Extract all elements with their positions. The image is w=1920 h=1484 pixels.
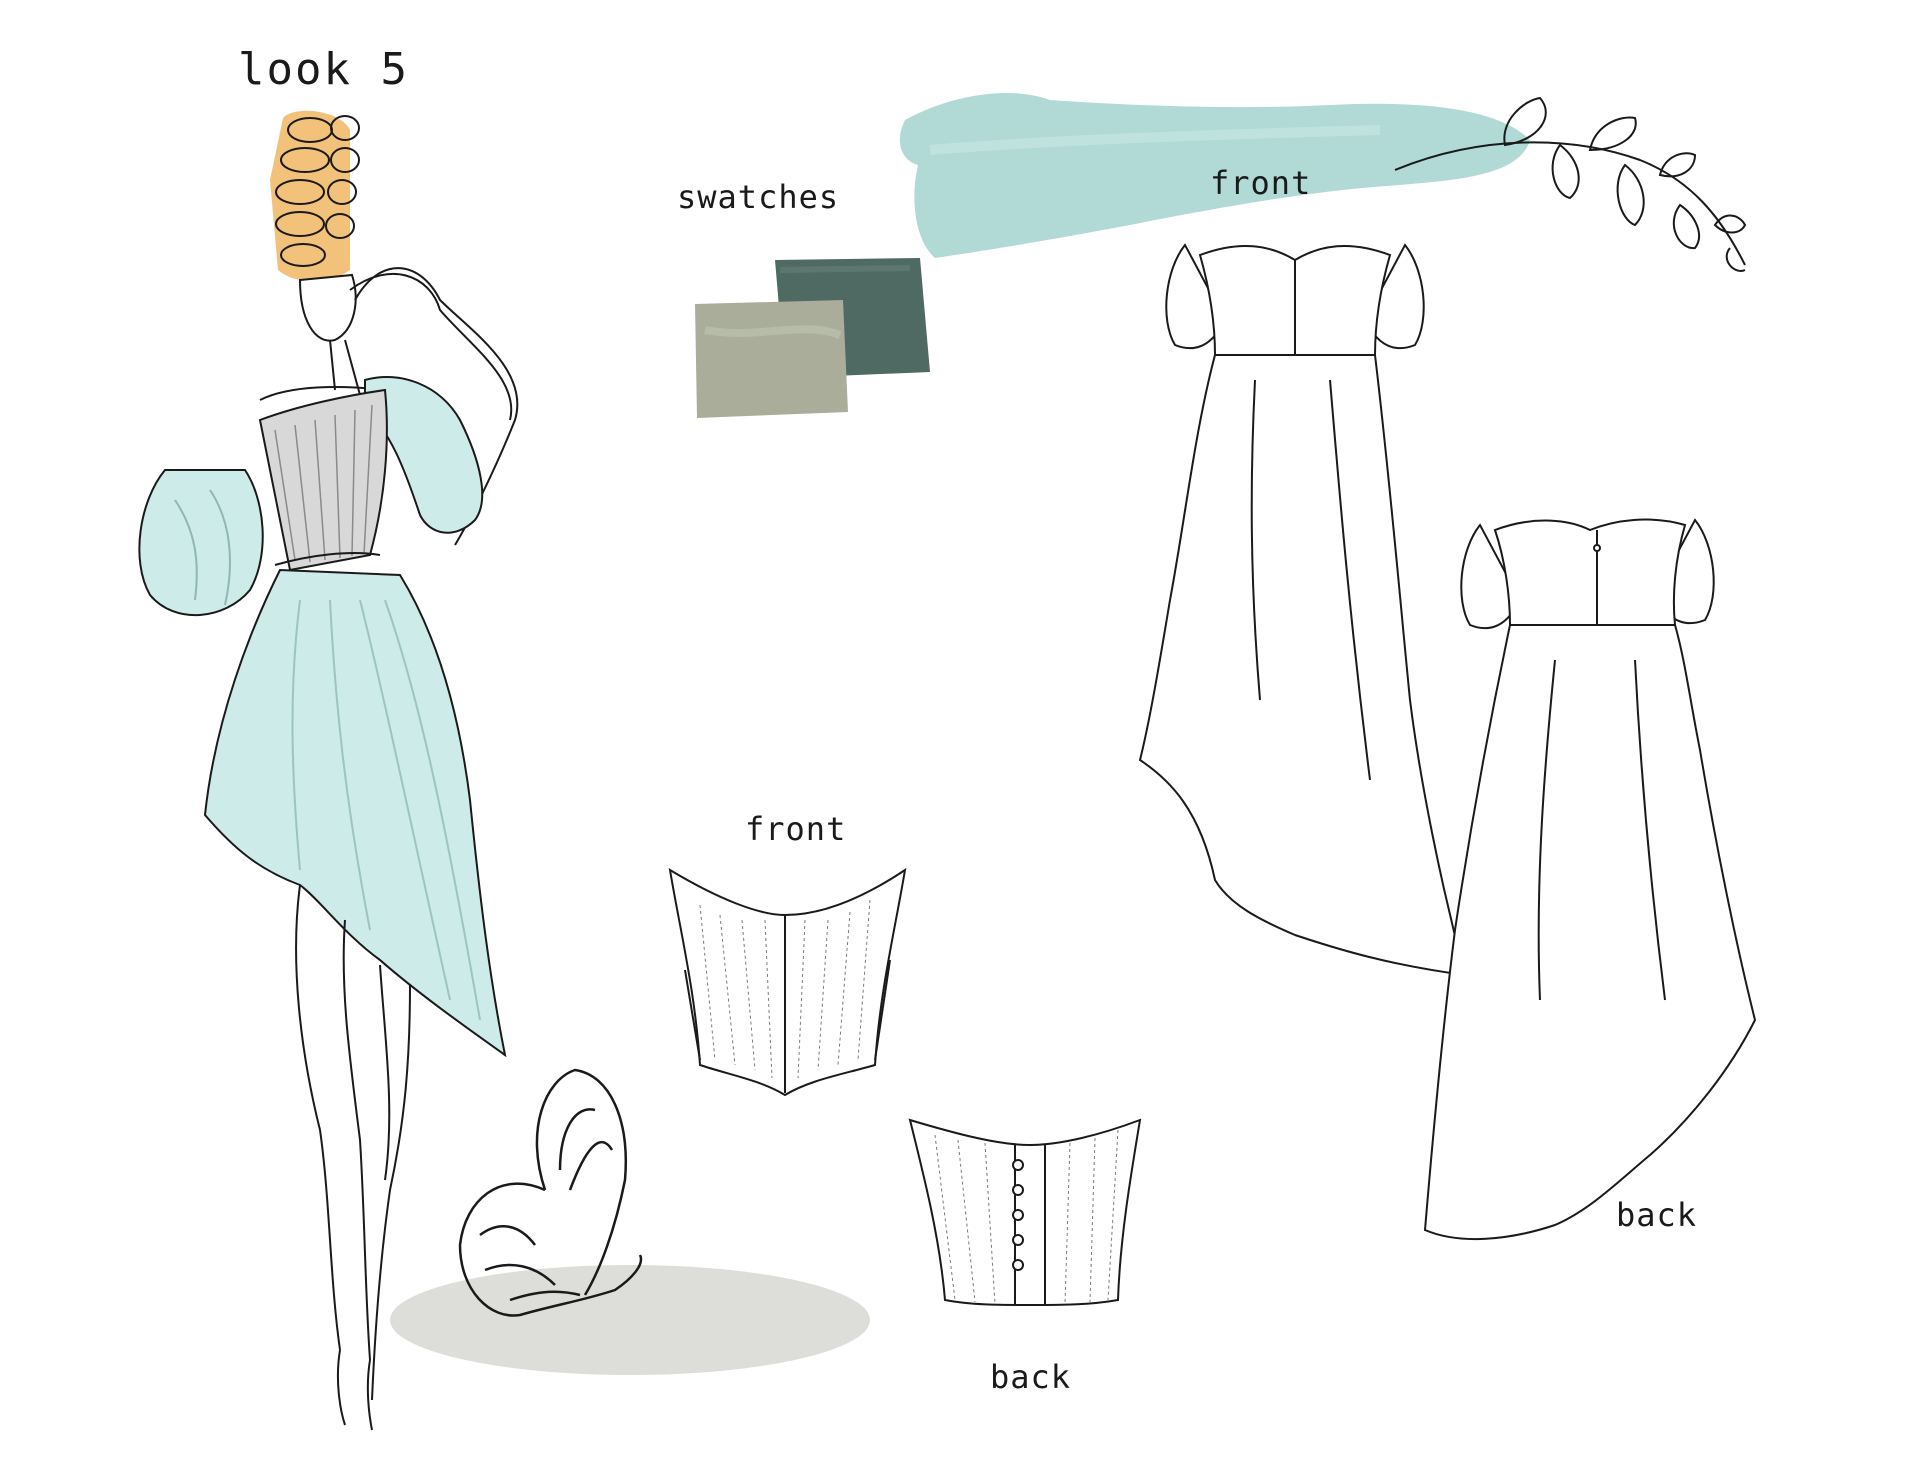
hair <box>270 110 360 282</box>
corset-back-flat <box>908 1118 1142 1306</box>
paint-stroke-icon <box>899 92 1530 258</box>
ground-shadow <box>390 1265 870 1375</box>
swatches-label: swatches <box>677 178 840 216</box>
corset-back-label: back <box>990 1358 1072 1396</box>
corset-front-label: front <box>745 810 847 848</box>
fabric-swatches <box>695 258 930 418</box>
figure-illustration <box>138 110 519 1431</box>
leaf-branch-icon <box>1394 96 1747 272</box>
gown-back-label: back <box>1616 1196 1698 1234</box>
corset-front-flat <box>668 867 907 1097</box>
gown-front-label: front <box>1210 164 1312 202</box>
gown-front-flat <box>1138 243 1467 977</box>
gown-back-flat <box>1423 518 1757 1241</box>
look-title: look 5 <box>238 44 409 95</box>
butterfly-icon <box>458 1068 643 1317</box>
